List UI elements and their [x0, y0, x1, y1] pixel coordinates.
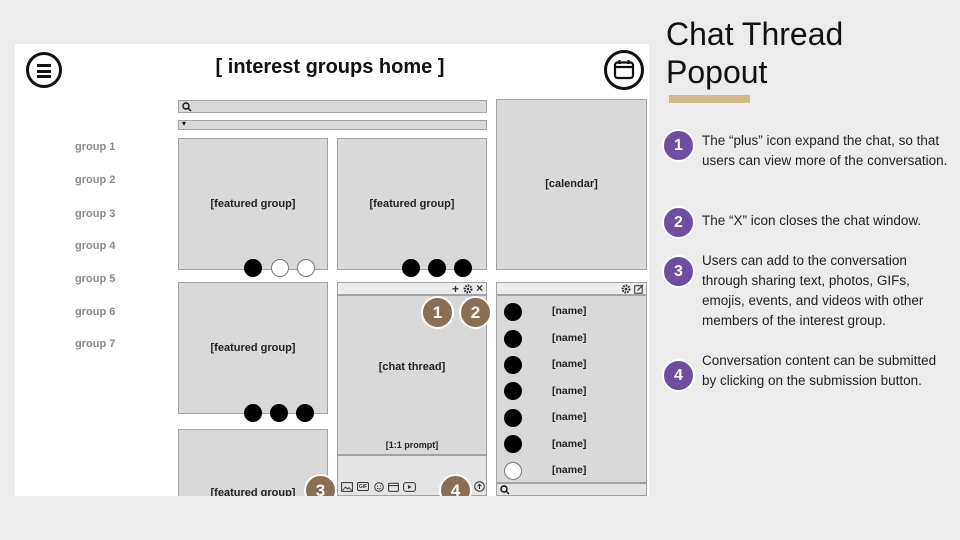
chat-header-bar: + × [337, 281, 487, 296]
member-name[interactable]: [name] [552, 305, 587, 317]
filter-dropdown[interactable]: ▾ [178, 119, 487, 130]
callout-badge-2: 2 [459, 296, 492, 329]
chat-thread-area: [chat thread] [1:1 prompt] [337, 295, 487, 455]
featured-group-label: [featured group] [210, 342, 296, 354]
carousel-dot[interactable] [244, 259, 262, 277]
featured-group-label: [featured group] [210, 198, 296, 210]
gear-icon[interactable] [463, 284, 473, 294]
featured-group-card[interactable]: [featured group] [178, 282, 328, 422]
emoji-icon[interactable] [374, 482, 384, 492]
note-badge-4: 4 [662, 359, 695, 392]
video-icon[interactable] [403, 482, 416, 492]
member-avatar[interactable] [504, 356, 522, 374]
members-header-bar [496, 282, 647, 295]
member-name[interactable]: [name] [552, 358, 587, 370]
callout-badge-4: 4 [439, 474, 472, 496]
member-avatar[interactable] [504, 330, 522, 348]
note-text-4: Conversation content can be submitted by… [702, 353, 937, 388]
search-icon [182, 102, 192, 112]
chat-popout: + × [chat thread] [1:1 prompt] GIF [337, 281, 487, 496]
submit-icon[interactable] [474, 481, 485, 492]
callout-badge-3: 3 [304, 474, 337, 496]
photo-icon[interactable] [341, 482, 353, 492]
carousel-dot[interactable] [271, 259, 289, 277]
close-icon[interactable]: × [476, 281, 484, 295]
sidebar-item-group-1[interactable]: group 1 [75, 141, 116, 153]
calendar-label: [calendar] [545, 178, 598, 190]
sidebar-item-group-5[interactable]: group 5 [75, 273, 116, 285]
carousel-dot[interactable] [270, 404, 288, 422]
member-avatar[interactable] [504, 435, 522, 453]
calendar-icon[interactable] [604, 50, 644, 90]
callout-badge-1: 1 [421, 296, 454, 329]
carousel-dot[interactable] [244, 404, 262, 422]
note-badge-2: 2 [662, 206, 695, 239]
one-to-one-prompt: [1:1 prompt] [385, 440, 439, 450]
gear-icon[interactable] [621, 284, 631, 294]
panel-title-line-1: Chat Thread [666, 16, 844, 52]
carousel-dot[interactable] [428, 259, 446, 277]
title-accent-bar [669, 95, 750, 103]
chat-thread-label: [chat thread] [378, 361, 446, 373]
featured-group-card[interactable]: [featured group] [178, 138, 328, 277]
note-text-2: The “X” icon closes the chat window. [702, 213, 922, 228]
member-name[interactable]: [name] [552, 332, 587, 344]
event-icon[interactable] [388, 482, 399, 492]
sidebar-item-group-7[interactable]: group 7 [75, 338, 116, 350]
sidebar-item-group-2[interactable]: group 2 [75, 174, 116, 186]
member-avatar[interactable] [504, 462, 522, 480]
note-text-1: The “plus” icon expand the chat, so that… [702, 133, 948, 168]
carousel-dot[interactable] [296, 404, 314, 422]
sidebar-item-group-6[interactable]: group 6 [75, 306, 116, 318]
carousel-dot[interactable] [454, 259, 472, 277]
members-panel: [name] [name] [name] [name] [name] [name… [496, 282, 647, 496]
note-badge-3: 3 [662, 255, 695, 288]
search-bar[interactable] [178, 100, 487, 113]
panel-title-line-2: Popout [666, 54, 768, 90]
member-name[interactable]: [name] [552, 438, 587, 450]
member-avatar[interactable] [504, 382, 522, 400]
menu-icon[interactable] [26, 52, 62, 88]
gif-icon[interactable]: GIF [357, 482, 369, 491]
page-title: [ interest groups home ] [215, 56, 445, 78]
chevron-down-icon: ▾ [182, 119, 187, 128]
member-name[interactable]: [name] [552, 411, 587, 423]
wireframe-canvas: [ interest groups home ] group 1 group 2… [15, 44, 649, 496]
member-avatar[interactable] [504, 409, 522, 427]
sidebar-item-group-4[interactable]: group 4 [75, 240, 116, 252]
edit-icon[interactable] [634, 284, 644, 294]
note-badge-1: 1 [662, 129, 695, 162]
featured-group-card[interactable]: [featured group] [178, 429, 328, 496]
calendar-widget[interactable]: [calendar] [496, 99, 647, 270]
featured-group-card[interactable]: [featured group] [337, 138, 487, 277]
member-name[interactable]: [name] [552, 464, 587, 476]
member-avatar[interactable] [504, 303, 522, 321]
sidebar-item-group-3[interactable]: group 3 [75, 208, 116, 220]
featured-group-label: [featured group] [369, 198, 455, 210]
plus-icon[interactable]: + [452, 282, 460, 296]
carousel-dot[interactable] [297, 259, 315, 277]
featured-group-label: [featured group] [210, 487, 296, 496]
members-search-bar[interactable] [496, 483, 647, 496]
search-icon [500, 485, 510, 495]
member-name[interactable]: [name] [552, 385, 587, 397]
carousel-dot[interactable] [402, 259, 420, 277]
note-text-3: Users can add to the conversation throug… [702, 253, 924, 328]
